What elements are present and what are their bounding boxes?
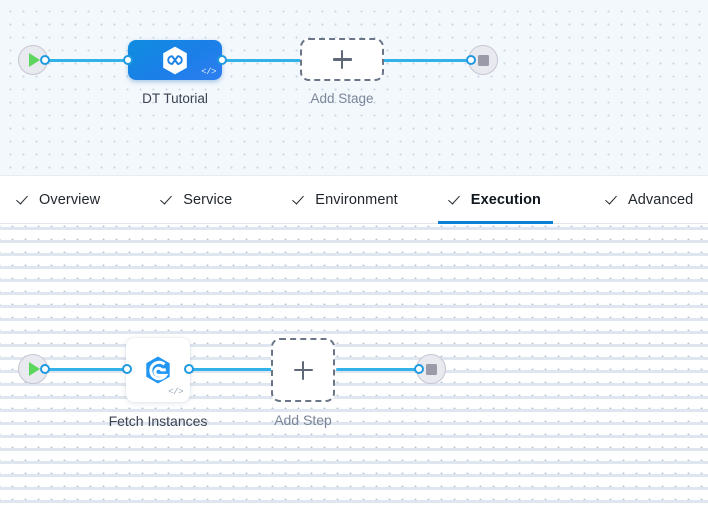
tab-execution[interactable]: Execution: [437, 176, 554, 224]
tab-service-label: Service: [183, 191, 233, 208]
harness-link-hexagon-icon: [163, 46, 187, 74]
connector-start-to-stage: [44, 59, 134, 62]
tab-environment[interactable]: Environment: [292, 176, 400, 223]
stage-node-input-port[interactable]: [123, 55, 133, 65]
add-step-label: Add Step: [274, 412, 332, 428]
step-end-input-port[interactable]: [414, 364, 424, 374]
plus-icon: [293, 360, 313, 380]
step-node-label: Fetch Instances: [108, 413, 208, 429]
tab-overview[interactable]: Overview: [16, 176, 102, 223]
stage-end-input-port[interactable]: [466, 55, 476, 65]
connector-step-to-add: [180, 368, 272, 371]
add-stage-label: Add Stage: [310, 91, 374, 106]
stage-node-output-port[interactable]: [217, 55, 227, 65]
check-icon: [607, 193, 620, 206]
connector-add-to-end: [336, 368, 420, 371]
check-icon: [294, 193, 307, 206]
step-start-output-port[interactable]: [40, 364, 50, 374]
stage-start-output-port[interactable]: [40, 55, 50, 65]
tab-execution-label: Execution: [470, 191, 541, 208]
tab-advanced[interactable]: Advanced: [605, 176, 695, 223]
add-stage-button[interactable]: [300, 38, 384, 81]
plus-icon: [332, 50, 352, 69]
tab-advanced-label: Advanced: [628, 191, 694, 208]
check-icon: [450, 193, 463, 206]
stage-node-label: DT Tutorial: [142, 91, 208, 106]
connector-stage-to-add: [216, 59, 302, 62]
connector-start-to-step: [44, 368, 140, 371]
step-node-fetch-instances[interactable]: </>: [126, 338, 190, 402]
step-node-input-port[interactable]: [122, 364, 132, 374]
code-badge-icon: </>: [201, 67, 216, 77]
tab-service[interactable]: Service: [160, 176, 234, 223]
stage-node-dt-tutorial[interactable]: </>: [128, 40, 222, 80]
step-node-output-port[interactable]: [184, 364, 194, 374]
play-icon: [29, 362, 40, 376]
tab-environment-label: Environment: [315, 191, 398, 208]
add-step-button[interactable]: [271, 338, 335, 402]
code-badge-icon: </>: [168, 387, 183, 397]
check-icon: [18, 193, 31, 206]
stop-icon: [477, 54, 489, 66]
execution-step-canvas[interactable]: </> Fetch Instances Add Step: [0, 224, 708, 511]
shell-script-hexagon-icon: [146, 356, 170, 384]
stage-config-tabs: Overview Service Environment Execution A…: [0, 175, 708, 224]
check-icon: [162, 193, 175, 206]
pipeline-stage-canvas[interactable]: </> DT Tutorial Add Stage: [0, 0, 708, 175]
stop-icon: [425, 363, 437, 375]
connector-add-to-end: [382, 59, 472, 62]
play-icon: [29, 53, 40, 67]
tab-overview-label: Overview: [39, 191, 101, 208]
